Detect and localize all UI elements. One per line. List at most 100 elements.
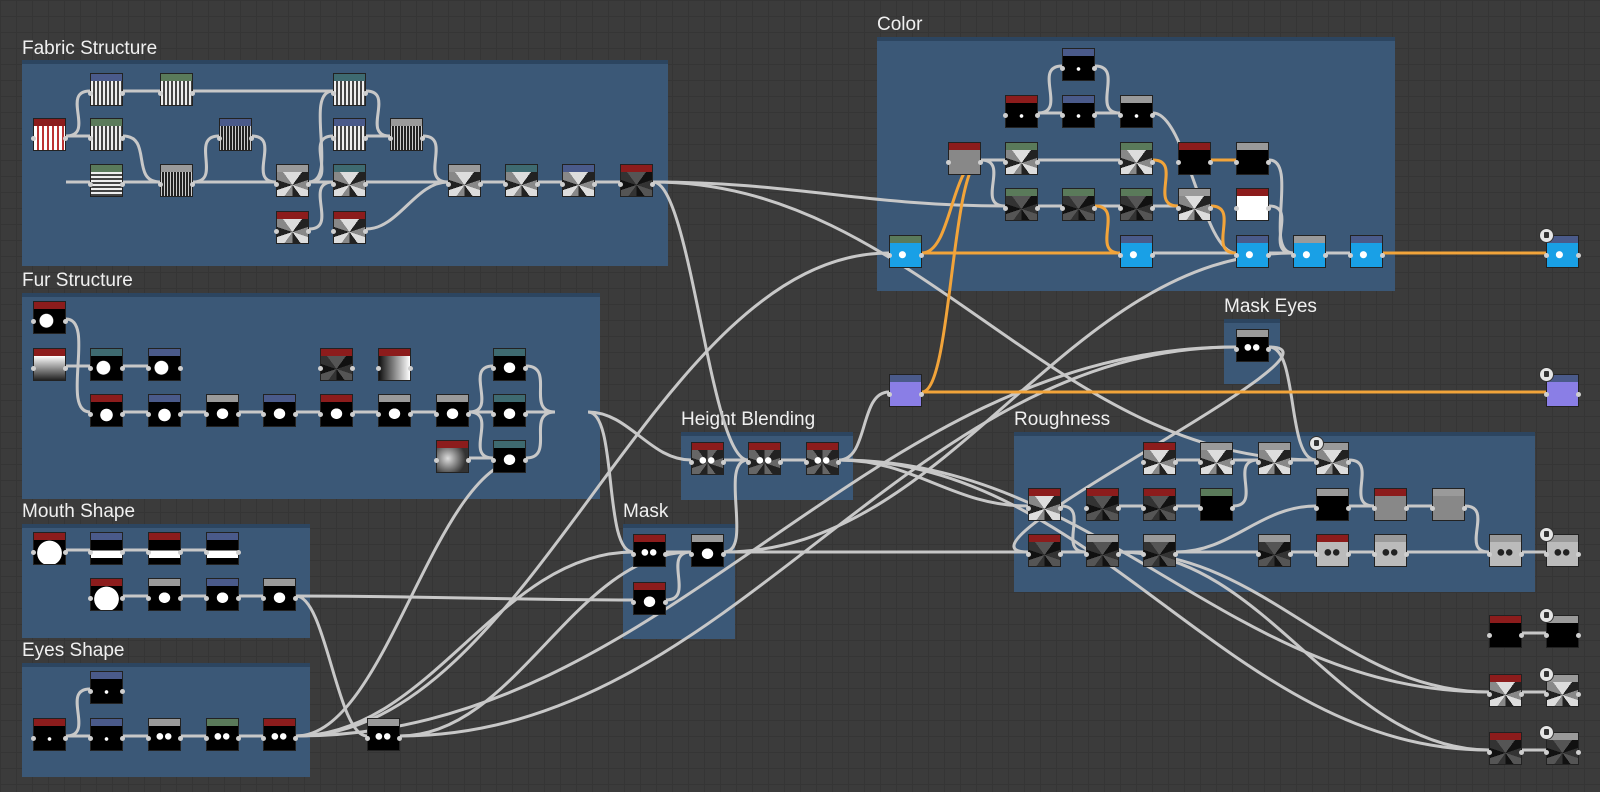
graph-node[interactable] bbox=[1258, 442, 1291, 475]
graph-node[interactable] bbox=[889, 374, 922, 407]
graph-node[interactable] bbox=[33, 118, 66, 151]
node-port[interactable] bbox=[1173, 506, 1178, 511]
graph-node[interactable] bbox=[33, 532, 66, 565]
node-port[interactable] bbox=[120, 550, 125, 555]
connection-wire[interactable] bbox=[295, 594, 634, 602]
node-port[interactable] bbox=[1234, 347, 1239, 352]
graph-node[interactable] bbox=[1178, 142, 1211, 175]
node-port[interactable] bbox=[178, 550, 183, 555]
connection-wire[interactable] bbox=[122, 134, 161, 184]
graph-node[interactable] bbox=[148, 718, 181, 751]
graph-node[interactable] bbox=[378, 394, 411, 427]
frame-title-mask-eyes[interactable]: Mask Eyes bbox=[1224, 296, 1317, 317]
node-port[interactable] bbox=[204, 736, 209, 741]
connection-wire[interactable] bbox=[1348, 458, 1375, 508]
node-port[interactable] bbox=[178, 596, 183, 601]
node-port[interactable] bbox=[1150, 113, 1155, 118]
node-port[interactable] bbox=[1519, 633, 1524, 638]
node-port[interactable] bbox=[1576, 633, 1581, 638]
node-port[interactable] bbox=[1576, 392, 1581, 397]
node-port[interactable] bbox=[88, 596, 93, 601]
node-port[interactable] bbox=[1487, 692, 1492, 697]
graph-node[interactable] bbox=[367, 718, 400, 751]
node-port[interactable] bbox=[88, 550, 93, 555]
graph-node[interactable] bbox=[90, 718, 123, 751]
node-port[interactable] bbox=[919, 253, 924, 258]
graph-node[interactable] bbox=[1350, 235, 1383, 268]
node-port[interactable] bbox=[363, 136, 368, 141]
connection-wire[interactable] bbox=[295, 594, 368, 738]
node-port[interactable] bbox=[1314, 506, 1319, 511]
node-port[interactable] bbox=[236, 412, 241, 417]
graph-node[interactable] bbox=[1258, 534, 1291, 567]
node-port[interactable] bbox=[363, 229, 368, 234]
node-port[interactable] bbox=[1256, 552, 1261, 557]
node-port[interactable] bbox=[88, 91, 93, 96]
connection-wire[interactable] bbox=[980, 158, 1006, 208]
graph-node[interactable] bbox=[33, 348, 66, 381]
graph-node[interactable] bbox=[263, 394, 296, 427]
graph-node[interactable] bbox=[1236, 188, 1269, 221]
connection-wire[interactable] bbox=[723, 458, 749, 554]
connection-wire[interactable] bbox=[525, 410, 556, 460]
node-port[interactable] bbox=[120, 366, 125, 371]
graph-node[interactable] bbox=[1316, 534, 1349, 567]
node-port[interactable] bbox=[1208, 160, 1213, 165]
node-port[interactable] bbox=[1150, 206, 1155, 211]
node-port[interactable] bbox=[1230, 460, 1235, 465]
connection-wire[interactable] bbox=[295, 251, 890, 738]
graph-node[interactable] bbox=[320, 394, 353, 427]
node-port[interactable] bbox=[1314, 460, 1319, 465]
connection-wire[interactable] bbox=[1152, 158, 1179, 208]
node-port[interactable] bbox=[592, 182, 597, 187]
connection-wire[interactable] bbox=[1175, 504, 1317, 554]
connection-wire[interactable] bbox=[308, 180, 334, 231]
node-port[interactable] bbox=[1092, 206, 1097, 211]
graph-node[interactable] bbox=[691, 534, 724, 567]
node-port[interactable] bbox=[1092, 113, 1097, 118]
graph-node[interactable] bbox=[206, 718, 239, 751]
node-port[interactable] bbox=[1176, 206, 1181, 211]
node-port[interactable] bbox=[434, 412, 439, 417]
graph-node[interactable] bbox=[1120, 142, 1153, 175]
connection-wire[interactable] bbox=[295, 345, 1237, 738]
node-port[interactable] bbox=[293, 596, 298, 601]
graph-node[interactable] bbox=[691, 442, 724, 475]
graph-node[interactable] bbox=[90, 118, 123, 151]
node-port[interactable] bbox=[1372, 506, 1377, 511]
node-port[interactable] bbox=[1060, 66, 1065, 71]
node-port[interactable] bbox=[261, 596, 266, 601]
graph-node[interactable] bbox=[1546, 374, 1579, 407]
node-port[interactable] bbox=[88, 736, 93, 741]
graph-node[interactable] bbox=[160, 164, 193, 197]
node-port[interactable] bbox=[1141, 460, 1146, 465]
node-port[interactable] bbox=[1519, 692, 1524, 697]
graph-node[interactable] bbox=[806, 442, 839, 475]
pin-icon[interactable] bbox=[1309, 436, 1324, 451]
graph-node[interactable] bbox=[90, 578, 123, 611]
node-port[interactable] bbox=[318, 412, 323, 417]
frame-title-eyes[interactable]: Eyes Shape bbox=[22, 640, 125, 661]
node-port[interactable] bbox=[331, 136, 336, 141]
graph-node[interactable] bbox=[148, 578, 181, 611]
connection-wire[interactable] bbox=[1268, 204, 1294, 255]
graph-node[interactable] bbox=[276, 164, 309, 197]
connection-wire[interactable] bbox=[838, 458, 1490, 752]
frame-title-height[interactable]: Height Blending bbox=[681, 409, 816, 430]
node-port[interactable] bbox=[560, 182, 565, 187]
node-port[interactable] bbox=[274, 182, 279, 187]
node-port[interactable] bbox=[331, 229, 336, 234]
graph-node[interactable] bbox=[633, 582, 666, 615]
node-port[interactable] bbox=[178, 736, 183, 741]
node-port[interactable] bbox=[31, 319, 36, 324]
graph-node[interactable] bbox=[148, 348, 181, 381]
node-port[interactable] bbox=[293, 736, 298, 741]
graph-node[interactable] bbox=[378, 348, 411, 381]
node-port[interactable] bbox=[1323, 253, 1328, 258]
node-port[interactable] bbox=[1035, 206, 1040, 211]
node-port[interactable] bbox=[1173, 460, 1178, 465]
node-port[interactable] bbox=[236, 736, 241, 741]
node-port[interactable] bbox=[663, 600, 668, 605]
graph-node[interactable] bbox=[562, 164, 595, 197]
node-port[interactable] bbox=[178, 412, 183, 417]
